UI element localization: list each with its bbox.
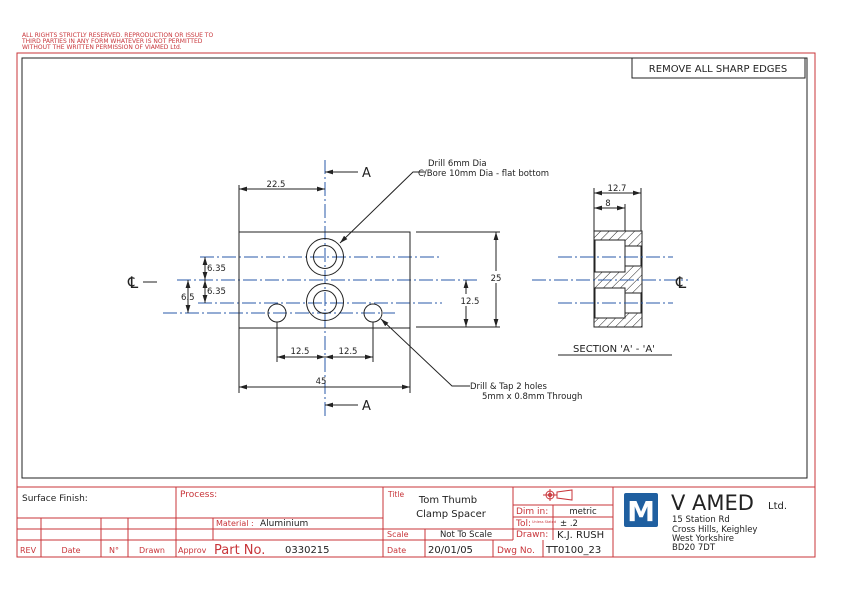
scale-label: Scale xyxy=(387,530,409,539)
drawn-label: Drawn: xyxy=(516,530,548,540)
address-line: Cross Hills, Keighley xyxy=(672,525,757,535)
bore-callout-line: Drill 6mm Dia xyxy=(428,159,487,169)
tol-value: ± .2 xyxy=(560,519,578,529)
tol-label: Tol: xyxy=(515,519,531,529)
rev-label: REV xyxy=(20,546,37,555)
dim-45: 45 xyxy=(316,377,327,387)
dim-25: 25 xyxy=(491,274,502,284)
part-no-label: Part No. xyxy=(214,543,265,558)
dim-6-35-bottom: 6.35 xyxy=(207,287,226,297)
dim-6-5: 6.5 xyxy=(181,293,195,303)
section-title: SECTION 'A' - 'A' xyxy=(573,344,655,355)
company-suffix: Ltd. xyxy=(768,501,787,512)
section-view: 12.7 8 ℄ SECTION 'A' - 'A' xyxy=(532,184,688,356)
tap-callout-line: 5mm x 0.8mm Through xyxy=(482,392,582,402)
section-marker-top: A xyxy=(362,166,371,181)
section-marker-bottom: A xyxy=(362,399,371,414)
surface-finish-label: Surface Finish: xyxy=(22,494,88,504)
dim-12-5-right: 12.5 xyxy=(339,347,358,357)
address-line: 15 Station Rd xyxy=(672,515,730,525)
copyright-notice: ALL RIGHTS STRICTLY RESERVED. REPRODUCTI… xyxy=(21,32,213,51)
bore-callout-line: C/Bore 10mm Dia - flat bottom xyxy=(418,169,549,179)
date-value: 20/01/05 xyxy=(428,545,473,556)
dim-12-7: 12.7 xyxy=(608,184,627,194)
dwg-no-value: TT0100_23 xyxy=(545,545,601,556)
address-line: West Yorkshire xyxy=(672,534,734,544)
dim-in-label: Dim in: xyxy=(516,507,548,517)
company-name: V AMED xyxy=(671,491,754,515)
approv-label: Approv xyxy=(178,546,207,555)
title-block: Surface Finish: Process: Material : Alum… xyxy=(17,486,815,558)
process-label: Process: xyxy=(180,490,217,500)
copyright-line: THIRD PARTIES IN ANY FORM WHATEVER IS NO… xyxy=(21,38,203,45)
drawn-by-value: K.J. RUSH xyxy=(557,530,604,541)
dwg-no-label: Dwg No. xyxy=(497,546,535,556)
copyright-line: WITHOUT THE WRITTEN PERMISSION OF VIAMED… xyxy=(22,44,182,51)
remove-sharp-edges-note: REMOVE ALL SHARP EDGES xyxy=(649,64,787,75)
copyright-line: ALL RIGHTS STRICTLY RESERVED. REPRODUCTI… xyxy=(22,32,213,39)
material-value: Aluminium xyxy=(260,519,308,529)
title-line: Tom Thumb xyxy=(418,495,477,506)
centerline-symbol: ℄ xyxy=(675,273,687,292)
part-outline xyxy=(238,231,411,329)
drawing-frame xyxy=(21,57,808,479)
dim-12-5-left: 12.5 xyxy=(291,347,310,357)
dim-8: 8 xyxy=(605,199,610,209)
hole-circle xyxy=(313,245,337,269)
title-label: Title xyxy=(387,490,404,499)
company-block: M V AMED Ltd. 15 Station Rd Cross Hills,… xyxy=(624,491,787,553)
part-no-value: 0330215 xyxy=(285,545,330,556)
drawn-col-label: Drawn xyxy=(139,546,165,555)
dim-22-5: 22.5 xyxy=(267,180,286,190)
address-line: BD20 7DT xyxy=(672,543,716,553)
counterbore-circle xyxy=(306,238,344,276)
note-box xyxy=(631,57,806,79)
hole-circle xyxy=(313,290,337,314)
title-line: Clamp Spacer xyxy=(416,509,487,520)
date-label: Date xyxy=(387,546,406,555)
company-logo xyxy=(624,493,658,527)
projection-symbol-icon xyxy=(543,489,573,501)
counterbore-circle xyxy=(306,283,344,321)
dim-6-35-top: 6.35 xyxy=(207,264,226,274)
dim-in-value: metric xyxy=(569,507,597,517)
front-view: A A 22.5 45 12.5 12.5 25 12.5 6.35 6.35 … xyxy=(127,159,582,417)
sheet-border xyxy=(16,52,816,558)
centerline-symbol: ℄ xyxy=(127,273,139,292)
date-col-label: Date xyxy=(61,546,80,555)
no-col-label: N° xyxy=(109,546,119,555)
logo-letter: M xyxy=(627,495,655,528)
scale-value: Not To Scale xyxy=(440,530,492,540)
tap-callout-line: Drill & Tap 2 holes xyxy=(470,382,548,392)
tol-unless-stated: Unless Stated xyxy=(532,520,556,524)
dim-12-5-vertical: 12.5 xyxy=(461,297,480,307)
material-label: Material : xyxy=(216,519,254,528)
